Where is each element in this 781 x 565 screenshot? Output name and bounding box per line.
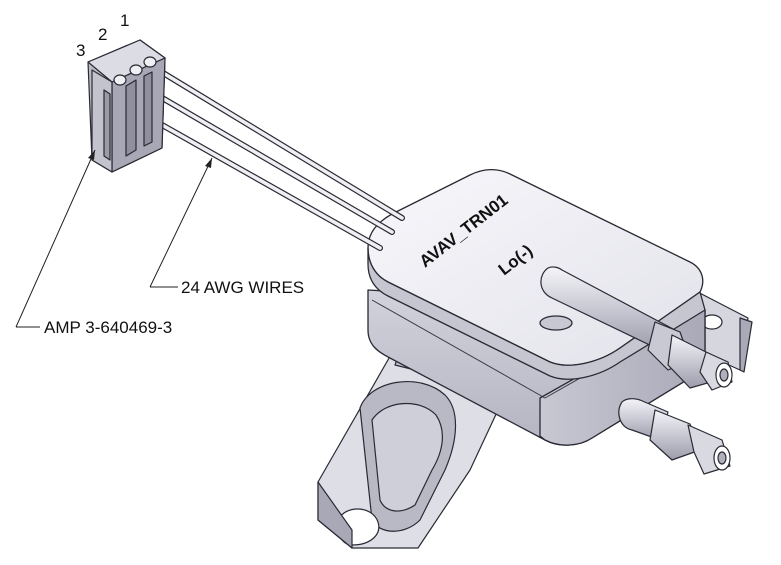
connector-callout: AMP 3-640469-3	[44, 318, 172, 337]
amp-connector	[87, 39, 166, 173]
pin-label-1: 1	[120, 11, 129, 30]
wires-leader	[149, 157, 213, 288]
leader-lines	[15, 149, 213, 328]
connector-leader-arrow	[88, 150, 95, 160]
connector-leader	[15, 149, 96, 328]
hi-port-tube	[618, 398, 731, 475]
leader-arrowheads	[88, 150, 212, 168]
wires-leader-arrow	[205, 158, 212, 168]
lo-port-tube	[540, 266, 733, 391]
wires-callout: 24 AWG WIRES	[181, 278, 304, 297]
wire-bundle	[129, 62, 405, 251]
pin-label-3: 3	[76, 41, 85, 60]
pin-label-2: 2	[98, 25, 107, 44]
